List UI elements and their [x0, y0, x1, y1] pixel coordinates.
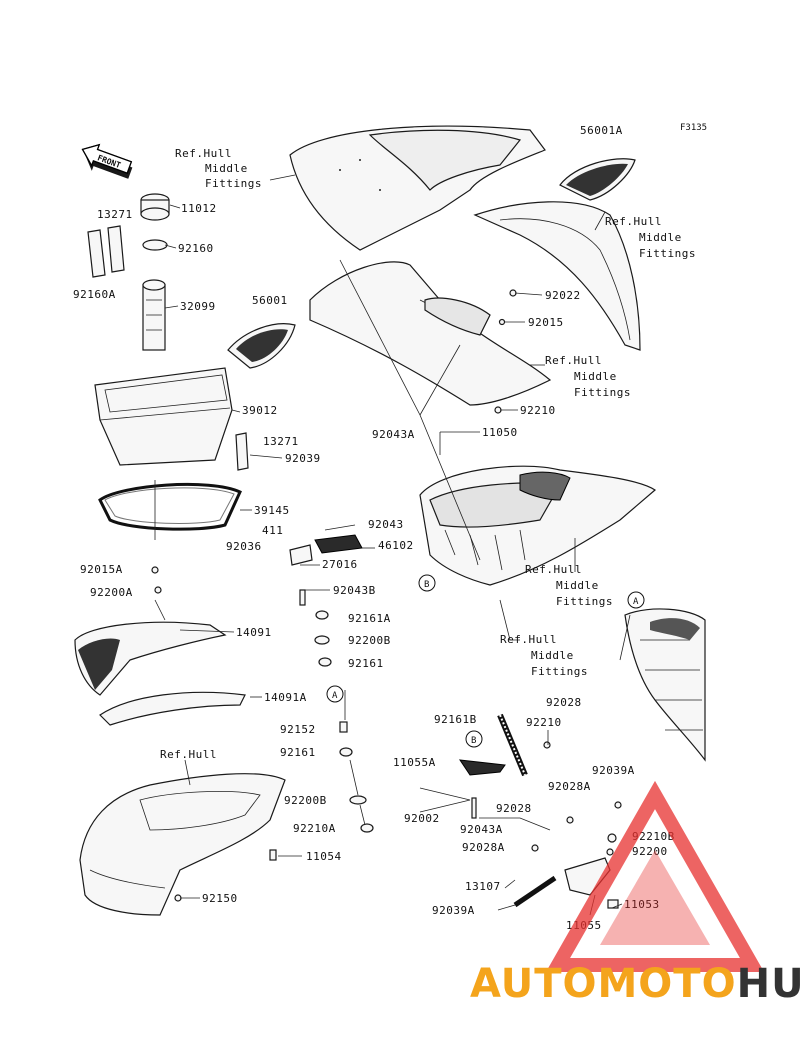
part-label-92210a: 92210	[520, 404, 556, 417]
mirror-56001A-shape	[559, 158, 636, 201]
part-label-92200B-bot: 92200B	[284, 794, 327, 807]
callout-A-1: A	[627, 591, 645, 609]
hull-deck-shape	[419, 465, 656, 586]
seal-ring-39145-shape	[98, 482, 242, 531]
part-label-92200B-top: 92200B	[348, 634, 391, 647]
ref-label-3: Ref.Hull Middle Fittings	[545, 354, 631, 399]
tube-32099-shape	[142, 279, 166, 351]
storage-bin-shape	[94, 367, 233, 466]
svg-text:A: A	[332, 691, 338, 701]
part-label-92161-top: 92161	[348, 657, 384, 670]
hood-panel-14091-shape	[74, 621, 227, 696]
part-label-92043B: 92043B	[333, 584, 376, 597]
fasteners-group	[151, 289, 622, 909]
ref-label-1: Ref.Hull Middle Fittings	[175, 147, 262, 190]
part-label-92028-top: 92028	[546, 696, 582, 709]
container-cap-shape	[140, 193, 170, 221]
part-label-92039: 92039	[285, 452, 321, 465]
part-label-92161-bot: 92161	[280, 746, 316, 759]
figure-code: F3135	[680, 123, 707, 133]
part-label-14091: 14091	[236, 626, 272, 639]
shock-absorber-shape	[497, 713, 528, 777]
deck-cover-shape	[289, 125, 546, 251]
part-label-92002: 92002	[404, 812, 440, 825]
front-hull-shape	[79, 773, 286, 916]
part-label-92161A: 92161A	[348, 612, 391, 625]
part-label-92015: 92015	[528, 316, 564, 329]
part-label-14091A: 14091A	[264, 691, 307, 704]
part-label-92200: 92200	[632, 845, 668, 858]
lever-11055A-shape	[458, 759, 506, 776]
callout-A-2: A	[326, 685, 344, 703]
trim-14091A-shape	[99, 691, 246, 726]
shaft-13107-shape	[513, 875, 557, 908]
bracket-92160A-shape	[87, 229, 106, 278]
bracket-13271b-shape	[235, 432, 249, 471]
callout-B-1: B	[418, 574, 436, 592]
part-label-92160A: 92160A	[73, 288, 116, 301]
svg-text:A: A	[633, 597, 639, 607]
part-label-92039A-top: 92039A	[592, 764, 635, 777]
part-label-92039A-bot: 92039A	[432, 904, 475, 917]
ref-label-2: Ref.Hull Middle Fittings	[605, 215, 696, 260]
hull-fragment-right-shape	[624, 608, 706, 762]
part-label-92210A: 92210A	[293, 822, 336, 835]
part-label-92152: 92152	[280, 723, 316, 736]
leader-lines	[154, 174, 631, 916]
gasket-92160-shape	[142, 239, 168, 251]
part-label-13107: 13107	[465, 880, 501, 893]
part-label-56001A: 56001A	[580, 124, 623, 137]
latch-46102-shape	[289, 534, 363, 566]
bracket-13271-shape	[107, 225, 125, 273]
part-label-27016: 27016	[322, 558, 358, 571]
part-label-92043A-top: 92043A	[372, 428, 415, 441]
right-side-cover-shape	[473, 201, 641, 351]
part-label-92015A: 92015A	[80, 563, 123, 576]
watermark-text: AUTOMOTOHUB	[470, 961, 800, 1007]
part-label-92036: 92036	[226, 540, 262, 553]
automotohub-logo-icon	[545, 780, 765, 972]
svg-text:B: B	[424, 580, 429, 590]
part-label-32099: 32099	[180, 300, 216, 313]
part-label-92161B: 92161B	[434, 713, 477, 726]
ref-label-6: Ref.Hull	[160, 748, 217, 761]
part-label-11050: 11050	[482, 426, 518, 439]
part-label-92043: 92043	[368, 518, 404, 531]
part-label-92210b: 92210	[526, 716, 562, 729]
part-label-13271b: 13271	[263, 435, 299, 448]
part-label-92200A: 92200A	[90, 586, 133, 599]
part-label-39012: 39012	[242, 404, 278, 417]
front-arrow-icon: FRONT	[81, 143, 133, 179]
part-label-92022: 92022	[545, 289, 581, 302]
part-label-92028-mid: 92028	[496, 802, 532, 815]
callout-B-2: B	[465, 730, 483, 748]
part-label-13271: 13271	[97, 208, 133, 221]
middle-cover-shape	[309, 261, 552, 406]
part-label-92150: 92150	[202, 892, 238, 905]
part-label-92210B: 92210B	[632, 830, 675, 843]
ref-label-4: Ref.Hull Middle Fittings	[525, 563, 613, 608]
part-label-92028A-bot: 92028A	[462, 841, 505, 854]
part-label-92160: 92160	[178, 242, 214, 255]
part-label-11012: 11012	[181, 202, 217, 215]
part-label-411: 411	[262, 524, 283, 537]
part-label-39145: 39145	[254, 504, 290, 517]
part-label-46102: 46102	[378, 539, 414, 552]
part-label-11055A: 11055A	[393, 756, 436, 769]
part-label-56001: 56001	[252, 294, 288, 307]
mirror-56001-shape	[227, 323, 296, 369]
part-label-92043A-bot: 92043A	[460, 823, 503, 836]
part-label-11054: 11054	[306, 850, 342, 863]
part-label-92028A-top: 92028A	[548, 780, 591, 793]
svg-text:B: B	[471, 736, 476, 746]
ref-label-5: Ref.Hull Middle Fittings	[500, 633, 588, 678]
part-label-11053: 11053	[624, 898, 660, 911]
